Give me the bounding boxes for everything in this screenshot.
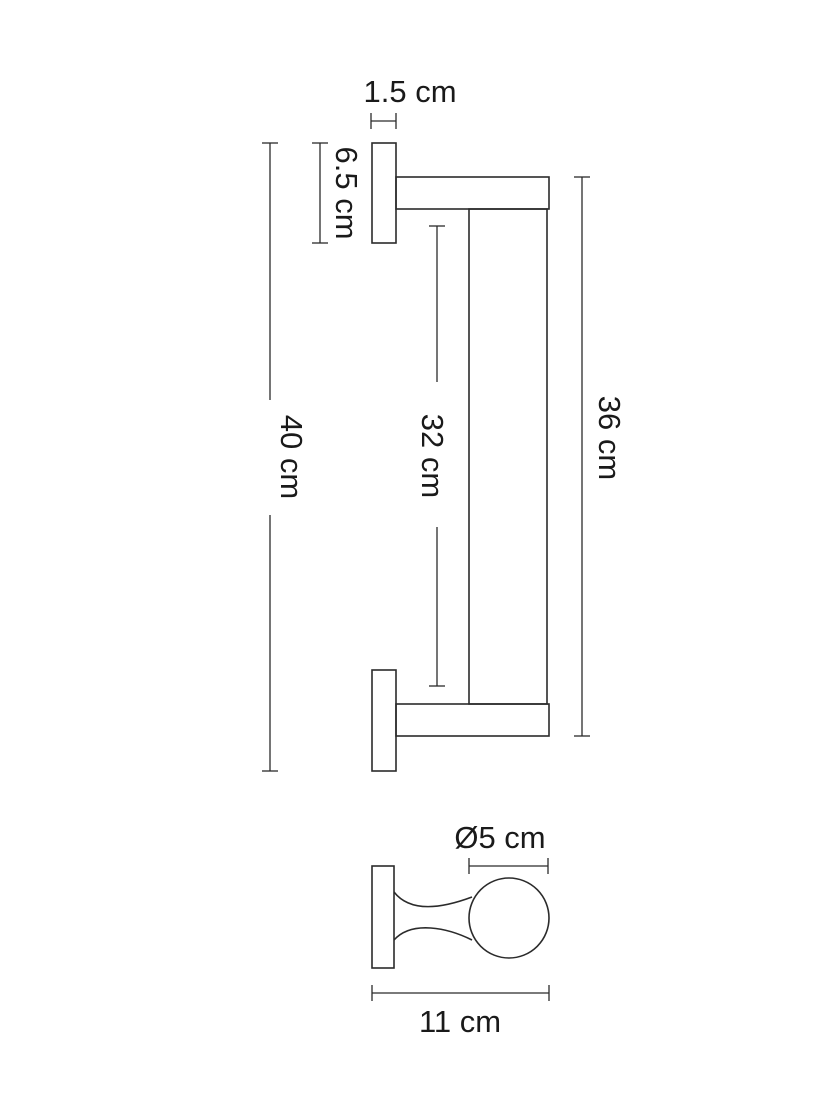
side-view — [371, 142, 550, 772]
dimension-bar-length: 36 cm — [574, 176, 627, 737]
dimension-inner-length: 32 cm — [415, 225, 450, 687]
label-projection: 11 cm — [419, 1004, 501, 1039]
end-view-wall-plate — [371, 865, 395, 969]
end-view — [371, 865, 550, 969]
label-inner-length: 32 cm — [415, 414, 450, 498]
bar — [468, 208, 548, 705]
dimension-total-length: 40 cm — [255, 142, 309, 772]
top-wall-plate — [371, 142, 397, 244]
label-plate-thickness: 1.5 cm — [363, 74, 456, 109]
bottom-wall-plate — [371, 669, 397, 772]
dimension-projection: 11 cm — [371, 985, 550, 1039]
dimension-bar-diameter: Ø5 cm — [454, 820, 549, 874]
dimension-plate-thickness: 1.5 cm — [363, 74, 457, 129]
top-arm — [395, 176, 550, 210]
bottom-arm — [395, 703, 550, 737]
dimension-plate-height: 6.5 cm — [312, 142, 364, 244]
label-plate-height: 6.5 cm — [329, 146, 364, 239]
end-view-bar-circle — [468, 877, 550, 959]
label-bar-diameter: Ø5 cm — [454, 820, 545, 855]
label-total-length: 40 cm — [274, 415, 309, 499]
end-view-bracket-profile — [393, 891, 473, 908]
label-bar-length: 36 cm — [592, 396, 627, 480]
